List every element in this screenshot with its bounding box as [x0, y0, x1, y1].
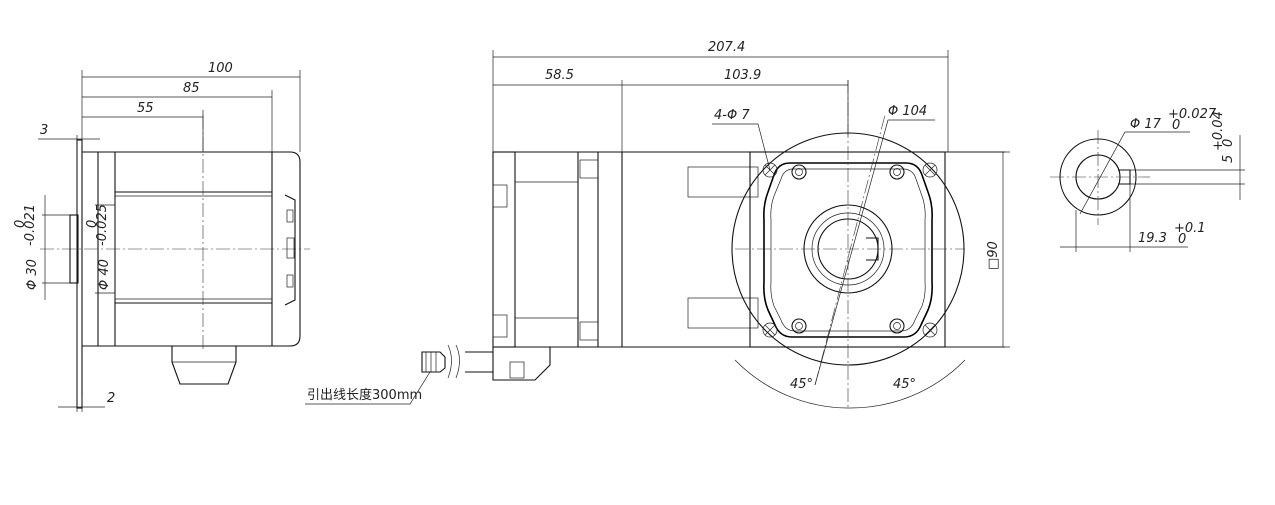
dim-left-2: 2	[107, 391, 115, 406]
dim-key-width: 5	[1221, 155, 1236, 163]
dim-dia30-tol-upper: 0	[13, 220, 28, 228]
dim-left-55: 55	[137, 101, 154, 116]
shaft-detail-view	[1050, 130, 1245, 252]
dim-dia40: Φ 40	[97, 259, 112, 290]
middle-front-view	[305, 50, 1010, 410]
dim-angle-right: 45°	[893, 377, 916, 392]
dim-dia30-tol-lower: -0.021	[23, 204, 38, 246]
lead-wire-note: 引出线长度300mm	[307, 387, 422, 403]
dim-pcd: Φ 104	[888, 104, 927, 119]
dim-shaft-dia: Φ 17	[1130, 117, 1162, 132]
dim-58-5: 58.5	[545, 68, 574, 83]
dim-left-3: 3	[40, 123, 48, 138]
middle-view-dimension-texts: 207.4 58.5 103.9 4-Φ 7 Φ 104 45° 45° □90	[545, 40, 1001, 392]
dim-key-depth-tol-upper: +0.1	[1174, 221, 1206, 236]
dim-shaft-tol-lower: 0	[1172, 118, 1180, 133]
left-view-dimension-texts: 100 85 55 3 2 Φ 30 0 -0.021 Φ 40 0 -0.02…	[13, 61, 233, 406]
dim-dia40-tol-upper: 0	[85, 220, 100, 228]
dim-left-85: 85	[183, 81, 200, 96]
dim-angle-left: 45°	[790, 377, 813, 392]
shaft-dimension-texts: Φ 17 +0.027 0 19.3 +0.1 0 5 +0.04 0	[1130, 107, 1236, 247]
dim-key-tol-upper: +0.04	[1211, 111, 1226, 151]
dim-dia40-tol-lower: -0.025	[95, 204, 110, 246]
dim-total-length: 207.4	[708, 40, 745, 55]
dim-103-9: 103.9	[724, 68, 761, 83]
left-side-view	[38, 70, 310, 412]
dim-left-100: 100	[208, 61, 233, 76]
dim-dia30: Φ 30	[25, 259, 40, 290]
dim-holes: 4-Φ 7	[714, 108, 750, 123]
dim-key-tol-lower: 0	[1221, 139, 1236, 147]
mounting-holes	[762, 162, 938, 338]
dim-key-depth-tol-lower: 0	[1178, 232, 1186, 247]
dim-square: □90	[986, 241, 1001, 270]
dim-key-depth: 19.3	[1138, 231, 1167, 246]
dim-shaft-tol-upper: +0.027	[1168, 107, 1217, 122]
